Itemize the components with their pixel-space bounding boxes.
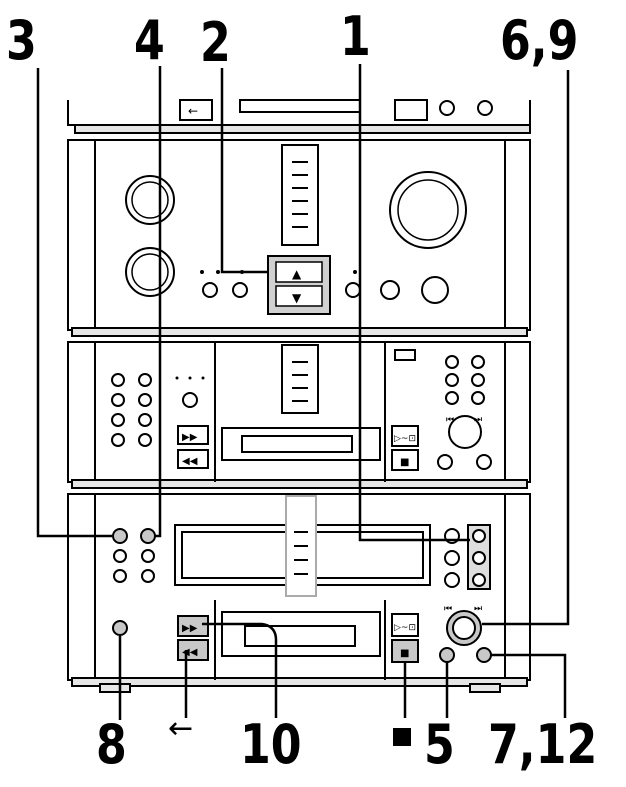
tape-stop-symbol: ■ bbox=[400, 457, 409, 468]
leader-line-4 bbox=[155, 66, 162, 538]
stop-square-icon bbox=[393, 728, 411, 746]
leader-line-1 bbox=[358, 64, 470, 542]
tape-deck-unit bbox=[67, 341, 531, 489]
tape-next-symbol: ⏭ bbox=[474, 415, 482, 425]
md-ff-button bbox=[177, 615, 209, 637]
md-left-button bbox=[112, 620, 128, 636]
md-prev-symbol: ⏮ bbox=[444, 604, 452, 614]
down-arrow-icon: ▼ bbox=[292, 291, 302, 305]
tape-stop-button bbox=[391, 449, 419, 471]
md-play-symbol: ▷~⊡ bbox=[394, 623, 416, 633]
callout-8: 8 bbox=[96, 713, 127, 776]
callout-10: 10 bbox=[240, 713, 302, 776]
amplifier-unit bbox=[67, 139, 531, 337]
callout-7-12: 7,12 bbox=[488, 713, 598, 776]
leader-line-712 bbox=[490, 653, 567, 718]
md-next-symbol: ⏭ bbox=[474, 604, 482, 614]
callout-2: 2 bbox=[200, 11, 231, 74]
top-unit-button bbox=[179, 99, 213, 121]
up-arrow-icon: ▲ bbox=[292, 267, 302, 281]
md-stop-symbol: ■ bbox=[400, 648, 409, 659]
tape-ff-symbol: ▶▶ bbox=[182, 432, 198, 443]
tape-play-symbol: ▷~⊡ bbox=[394, 434, 416, 444]
callout-6-9: 6,9 bbox=[500, 9, 579, 72]
tape-jog-dial bbox=[448, 415, 482, 449]
leader-line-10 bbox=[202, 622, 278, 718]
callout-4: 4 bbox=[134, 9, 165, 72]
leader-line-3 bbox=[36, 68, 112, 538]
top-unit-button-symbol: ← bbox=[188, 104, 198, 118]
md-play-button bbox=[391, 613, 419, 637]
callout-3: 3 bbox=[6, 9, 37, 72]
md-rew-symbol: ◀◀ bbox=[182, 647, 198, 658]
leader-line-2 bbox=[220, 68, 268, 274]
tape-ff-button bbox=[177, 425, 209, 445]
tape-indicator-dots bbox=[175, 376, 205, 380]
md-deck-unit bbox=[67, 493, 531, 693]
md-ff-symbol: ▶▶ bbox=[182, 623, 198, 634]
left-arrow-note: ← bbox=[168, 711, 194, 746]
leader-line-icon bbox=[36, 64, 570, 720]
tape-rew-symbol: ◀◀ bbox=[182, 456, 198, 467]
callout-5: 5 bbox=[424, 713, 455, 776]
tape-rew-button bbox=[177, 449, 209, 469]
leader-line-69 bbox=[482, 70, 570, 626]
callout-1: 1 bbox=[340, 5, 371, 68]
top-unit bbox=[67, 99, 531, 134]
tape-play-button bbox=[391, 425, 419, 447]
tape-prev-symbol: ⏮ bbox=[446, 415, 454, 425]
